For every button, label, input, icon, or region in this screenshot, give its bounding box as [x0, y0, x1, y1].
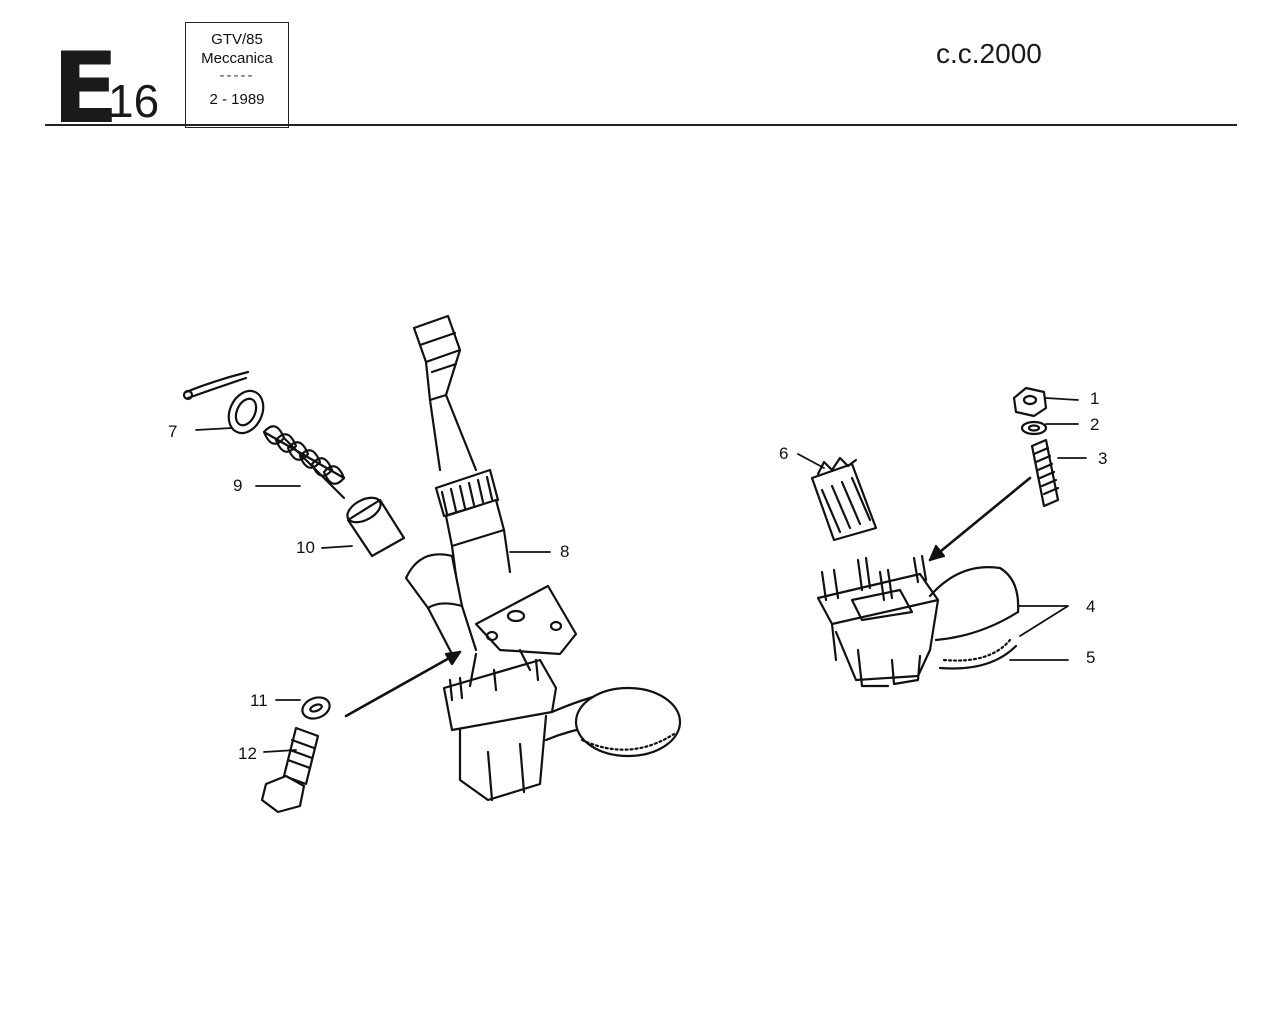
callout-12: 12 — [238, 744, 257, 763]
info-box: GTV/85 Meccanica ----- 2 - 1989 — [185, 22, 289, 128]
leader-lines — [195, 397, 1087, 753]
callout-5: 5 — [1086, 648, 1095, 667]
nut-washer-stud — [1012, 386, 1060, 508]
relief-spring — [262, 425, 346, 500]
callout-8: 8 — [560, 542, 569, 561]
callout-4: 4 — [1086, 597, 1095, 616]
pump-gear — [810, 456, 878, 542]
section-letter: E — [52, 32, 119, 146]
split-pin-and-cap — [182, 370, 265, 435]
pump-body-detail — [816, 476, 1032, 688]
model-label: GTV/85 — [211, 31, 263, 48]
callout-10: 10 — [296, 538, 315, 557]
relief-plunger — [346, 496, 406, 558]
bolt — [260, 726, 320, 814]
callout-3: 3 — [1098, 449, 1107, 468]
callout-1: 1 — [1090, 389, 1099, 408]
category-label: Meccanica — [201, 50, 273, 67]
callout-9: 9 — [233, 476, 242, 495]
washer — [301, 696, 331, 720]
engine-displacement: c.c.2000 — [936, 38, 1042, 69]
callout-6: 6 — [779, 444, 788, 463]
callout-11: 11 — [250, 691, 268, 710]
date-label: 2 - 1989 — [209, 91, 265, 108]
separator-dash: ----- — [219, 67, 255, 84]
callout-7: 7 — [168, 422, 177, 441]
oil-pump-assembly — [344, 314, 682, 802]
page-number: 16 — [108, 75, 160, 127]
callout-2: 2 — [1090, 415, 1099, 434]
header-rule — [45, 124, 1237, 126]
